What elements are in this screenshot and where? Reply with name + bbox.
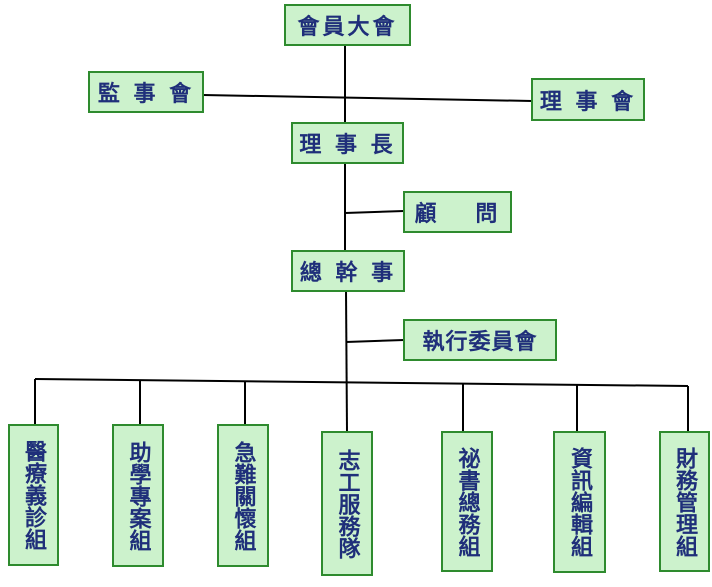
general-assembly-box: 會員大會 (284, 4, 411, 46)
department-label: 祕書總務組 (454, 446, 480, 557)
executive-committee-box: 執行委員會 (403, 319, 557, 361)
department-box: 財務管理組 (659, 431, 710, 572)
board-connector-line (202, 94, 533, 102)
directors-board-label: 理 事 會 (539, 89, 637, 115)
supervisors-board-label: 監 事 會 (97, 82, 195, 107)
department-bus-line (34, 378, 689, 387)
department-box: 志工服務隊 (321, 431, 373, 576)
department-box: 祕書總務組 (441, 431, 493, 572)
department-box: 資訊編輯組 (553, 431, 606, 573)
secretary-general-box: 總 幹 事 (291, 250, 405, 292)
committee-branch-line (345, 339, 405, 343)
executive-committee-label: 執行委員會 (422, 330, 538, 355)
directors-board-box: 理 事 會 (531, 78, 645, 121)
department-box: 醫療義診組 (8, 424, 59, 566)
department-box: 助學專案組 (112, 424, 164, 567)
chairman-label: 理 事 長 (299, 133, 396, 158)
department-label: 助學專案組 (125, 440, 151, 551)
chairman-box: 理 事 長 (291, 122, 404, 164)
secretary-general-label: 總 幹 事 (299, 261, 397, 286)
general-assembly-label: 會員大會 (297, 15, 398, 40)
department-box: 急難關懷組 (217, 424, 269, 567)
department-label: 資訊編輯組 (567, 447, 592, 557)
department-label: 醫療義診組 (21, 440, 46, 550)
department-label: 志工服務隊 (334, 448, 360, 559)
department-label: 急難關懷組 (230, 440, 256, 551)
trunk-line-bottom (345, 289, 348, 433)
department-label: 財務管理組 (672, 446, 697, 557)
advisor-label: 顧 問 (414, 202, 501, 227)
supervisors-board-box: 監 事 會 (88, 71, 204, 113)
advisor-branch-line (344, 210, 405, 214)
advisor-box: 顧 問 (403, 191, 512, 233)
